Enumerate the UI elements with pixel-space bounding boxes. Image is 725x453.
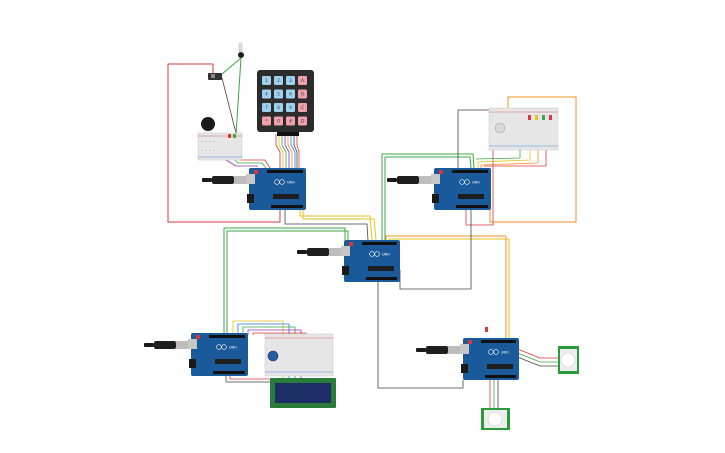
usb-cable-icon <box>297 248 342 256</box>
wire-dark-center-bottom[interactable] <box>377 282 464 389</box>
pir-sensor-bottom[interactable] <box>481 408 510 430</box>
keypad-key-label: # <box>289 119 293 124</box>
wire-orange-tr[interactable] <box>489 96 577 223</box>
wire-red-bl-lcd[interactable] <box>229 376 275 380</box>
pir-sensor-icon <box>560 352 576 368</box>
lightbulb-icon <box>238 52 244 58</box>
wire-yellow-1-center-b[interactable] <box>302 210 377 241</box>
wire-orange-center-4-b[interactable] <box>388 238 510 340</box>
wire-red-tr[interactable] <box>465 150 494 226</box>
usb-cable-icon <box>387 176 432 184</box>
keypad-key[interactable]: 5 <box>274 89 283 99</box>
keypad-key[interactable]: 9 <box>286 103 295 112</box>
keypad-key-label: C <box>301 105 304 110</box>
slide-switch[interactable] <box>208 73 222 80</box>
keypad-key[interactable]: A <box>298 76 307 85</box>
wire-dark-tr-1[interactable] <box>457 109 493 168</box>
pir-sensor-icon <box>487 411 503 427</box>
keypad-key-label: 2 <box>277 78 280 83</box>
wire-orange-center-4[interactable] <box>385 235 507 340</box>
wire-green-bulb-2[interactable] <box>235 57 242 136</box>
keypad-keys: 1 2 3 A 4 5 6 B 7 8 9 C * 0 # D <box>262 76 307 126</box>
keypad-key[interactable]: 3 <box>286 76 295 85</box>
arduino-board-label: UNO <box>472 181 480 185</box>
keypad-key[interactable]: B <box>298 89 307 99</box>
keypad-key-label: 0 <box>277 119 280 124</box>
keypad-key[interactable]: 4 <box>262 89 271 99</box>
lightbulb[interactable] <box>238 42 244 58</box>
keypad-key-label: 9 <box>289 105 292 110</box>
keypad-key[interactable]: 8 <box>274 103 283 112</box>
wire-pir-right-1[interactable] <box>514 347 558 359</box>
keypad-key[interactable]: 2 <box>274 76 283 85</box>
keypad-key-label: B <box>301 92 304 97</box>
lcd-16x2[interactable] <box>270 378 336 408</box>
wire-dark-center-right[interactable] <box>399 210 472 290</box>
wire-green-center-5[interactable] <box>223 227 346 335</box>
arduino-board-uno-3[interactable]: UNO <box>297 240 400 282</box>
arduino-board-uno-2[interactable]: UNO <box>387 168 491 210</box>
keypad-key-label: A <box>301 78 304 83</box>
potentiometer[interactable] <box>267 350 279 362</box>
wire-green-2-center-b[interactable] <box>384 156 472 240</box>
keypad-key-label: 7 <box>265 105 268 110</box>
keypad-key[interactable]: * <box>262 116 271 126</box>
keypad-key-label: 6 <box>289 92 292 97</box>
wire-dark-1-center[interactable] <box>284 210 369 241</box>
wire-keypad-ribbon[interactable] <box>275 134 300 168</box>
keypad-key[interactable]: # <box>286 116 295 126</box>
keypad-key[interactable]: 6 <box>286 89 295 99</box>
wire-pir-right-2[interactable] <box>514 351 558 363</box>
keypad-key-label: 5 <box>277 92 280 97</box>
arduino-board-label: UNO <box>229 346 237 350</box>
wire-yellow-1-center[interactable] <box>299 210 373 241</box>
breadboard-top-right[interactable] <box>488 107 559 151</box>
led-red-bottom-right[interactable] <box>485 327 488 332</box>
keypad-key[interactable]: 1 <box>262 76 271 85</box>
arduino-board-uno-5[interactable]: UNO <box>144 333 248 376</box>
keypad-key-label: D <box>301 119 304 124</box>
arduino-board-uno-1[interactable]: UNO <box>202 168 306 210</box>
keypad-key[interactable]: C <box>298 103 307 112</box>
usb-cable-icon <box>416 346 461 354</box>
keypad-key-label: 1 <box>265 78 268 83</box>
keypad-key-label: * <box>266 119 268 124</box>
keypad-key-label: 8 <box>277 105 280 110</box>
arduino-board-label: UNO <box>382 253 390 257</box>
usb-cable-icon <box>202 176 247 184</box>
wire-dark-bl-lcd[interactable] <box>225 376 272 383</box>
arduino-board-label: UNO <box>287 181 295 185</box>
wire-green-center-5-b[interactable] <box>226 230 349 335</box>
breadboard-top-left[interactable] <box>197 132 243 161</box>
usb-cable-icon <box>144 341 189 349</box>
arduino-board-uno-4[interactable]: UNO <box>416 338 519 380</box>
keypad-key[interactable]: 0 <box>274 116 283 126</box>
keypad-key[interactable]: D <box>298 116 307 126</box>
breadboard-bottom-left[interactable] <box>264 333 334 377</box>
keypad-key[interactable]: 7 <box>262 103 271 112</box>
pir-sensor-right[interactable] <box>558 346 579 374</box>
wire-dark-switch[interactable] <box>221 77 238 138</box>
keypad-key-label: 3 <box>289 78 292 83</box>
photoresistor[interactable] <box>494 122 506 134</box>
piezo-buzzer-icon[interactable] <box>201 117 215 131</box>
arduino-boards: UNO UNO UNO UNO UNO <box>144 168 519 380</box>
wire-green-2-center[interactable] <box>381 153 475 240</box>
led-row[interactable] <box>528 115 552 120</box>
wire-pir-right-3[interactable] <box>514 355 558 367</box>
keypad-key-label: 4 <box>265 92 268 97</box>
wire-red-left-loop[interactable] <box>167 63 281 223</box>
keypad-4x4[interactable]: 1 2 3 A 4 5 6 B 7 8 9 C * 0 # D <box>257 70 314 136</box>
arduino-board-label: UNO <box>501 351 509 355</box>
